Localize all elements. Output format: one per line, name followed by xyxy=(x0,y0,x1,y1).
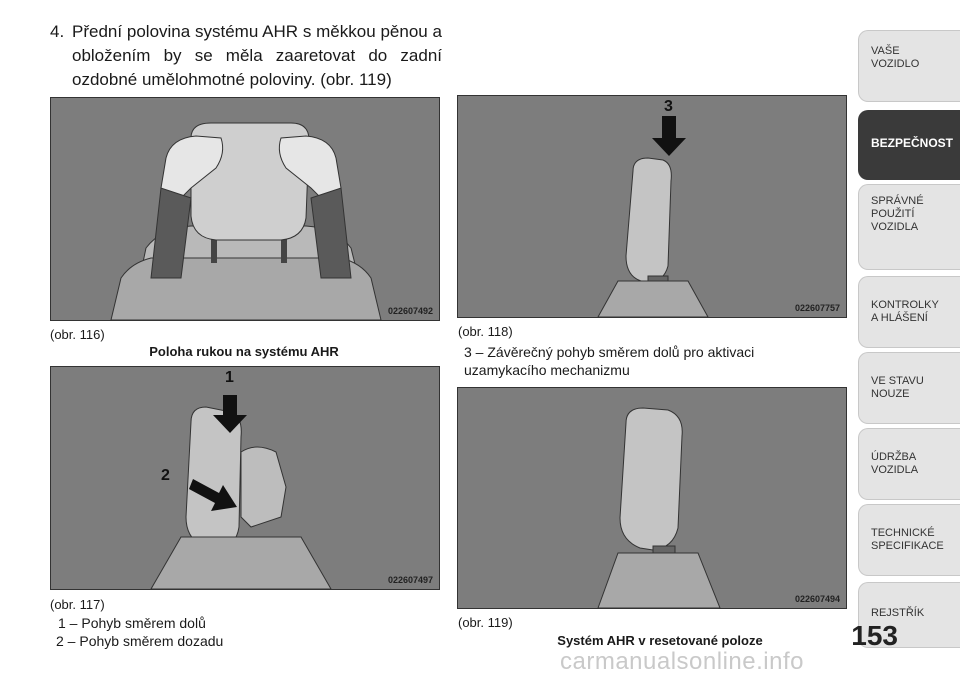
figure-code: 022607492 xyxy=(387,306,433,316)
step-text: Přední polovina systému AHR s měkkou pěn… xyxy=(72,22,442,89)
page-number: 153 xyxy=(851,620,898,651)
figure-label: (obr. 117) xyxy=(50,597,105,612)
tab-label: REJSTŘÍK xyxy=(871,607,925,619)
figure-label: (obr. 116) xyxy=(50,327,105,342)
tab-spravne-pouziti[interactable]: SPRÁVNÉ POUŽITÍ VOZIDLA xyxy=(858,184,960,270)
tab-label: VE STAVU NOUZE xyxy=(871,375,924,400)
tab-label: BEZPEČNOST xyxy=(871,136,954,150)
figure-label: (obr. 119) xyxy=(458,615,513,630)
tab-label: SPRÁVNÉ POUŽITÍ VOZIDLA xyxy=(871,195,924,233)
tab-vase-vozidlo[interactable]: VAŠE VOZIDLO xyxy=(858,30,960,102)
tab-kontrolky[interactable]: KONTROLKY A HLÁŠENÍ xyxy=(858,276,960,348)
tab-udrzba[interactable]: ÚDRŽBA VOZIDLA xyxy=(858,428,960,500)
watermark: carmanualsonline.info xyxy=(560,648,804,675)
tab-label: TECHNICKÉ SPECIFIKACE xyxy=(871,527,944,552)
legend-item: 1 – Pohyb směrem dolů xyxy=(58,615,206,631)
marker-1: 1 xyxy=(225,369,234,386)
figure-legend: 1 – Pohyb směrem dolů 2 – Pohyb směrem d… xyxy=(56,614,224,650)
figure-code: 022607757 xyxy=(794,303,840,313)
figure-legend: 3 – Závěrečný pohyb směrem dolů pro akti… xyxy=(464,343,794,379)
marker-3: 3 xyxy=(664,98,673,115)
figure-code: 022607497 xyxy=(387,575,433,585)
tab-label: ÚDRŽBA VOZIDLA xyxy=(871,451,919,476)
legend-item: 2 – Pohyb směrem dozadu xyxy=(56,633,224,649)
tab-bezpecnost[interactable]: BEZPEČNOST xyxy=(858,110,960,180)
tab-ve-stavu-nouze[interactable]: VE STAVU NOUZE xyxy=(858,352,960,424)
figure-117-image: 1 2 022607497 xyxy=(50,366,440,590)
legend-item: 3 – Závěrečný pohyb směrem dolů pro akti… xyxy=(464,344,755,378)
figure-code: 022607494 xyxy=(794,594,840,604)
figure-caption: Systém AHR v resetované poloze xyxy=(557,633,763,648)
figure-label: (obr. 118) xyxy=(458,324,513,339)
tab-label: VAŠE VOZIDLO xyxy=(871,45,920,70)
marker-2: 2 xyxy=(161,467,170,484)
tab-rejstrik[interactable]: REJSTŘÍK xyxy=(858,582,960,648)
figure-118-image: 3 022607757 xyxy=(457,95,847,318)
figure-caption: Poloha rukou na systému AHR xyxy=(149,344,339,359)
figure-116-image: 022607492 xyxy=(50,97,440,321)
figure-119-image: 022607494 xyxy=(457,387,847,609)
step-number: 4. xyxy=(50,22,65,41)
tab-label: KONTROLKY A HLÁŠENÍ xyxy=(871,299,939,324)
tab-technicke-specifikace[interactable]: TECHNICKÉ SPECIFIKACE xyxy=(858,504,960,576)
step-paragraph: 4. Přední polovina systému AHR s měkkou … xyxy=(50,20,442,92)
